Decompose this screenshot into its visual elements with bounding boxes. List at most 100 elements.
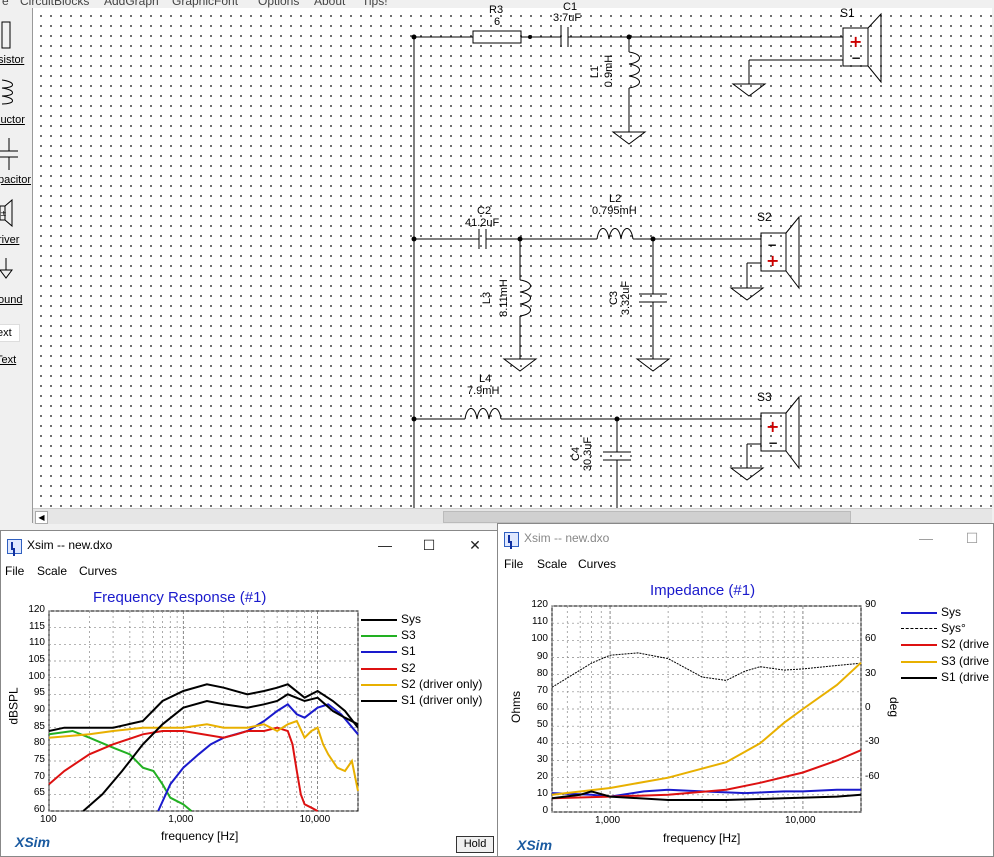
y-tick-label: 105 (28, 654, 45, 665)
scrollbar-thumb[interactable] (443, 511, 851, 523)
x-tick-label: 10,000 (299, 814, 331, 825)
freq-menu-file[interactable]: File (5, 564, 25, 578)
label-C2: C2 (477, 205, 492, 217)
imp-window-menu: File Scale Curves (498, 554, 993, 574)
imp-window-titlebar[interactable]: Xsim -- new.dxo — ☐ (498, 524, 993, 554)
value-L2: 0.795mH (592, 205, 637, 217)
svg-text:−: − (851, 51, 861, 65)
legend-label: S1 (driver only) (401, 693, 483, 707)
value-C3: 3.32uF (620, 280, 633, 316)
legend-label: S1 (drive (941, 669, 990, 684)
imp-xlabel: frequency [Hz] (663, 831, 741, 845)
tool-inductor-label: luctor (0, 114, 25, 126)
component-toolbox: sistor luctor pacitor ± river ound ext T… (0, 8, 33, 523)
frequency-response-window: Xsim -- new.dxo — ☐ ✕ File Scale Curves … (0, 530, 498, 857)
tool-resistor[interactable]: sistor (0, 16, 32, 74)
capacitor-icon (0, 138, 18, 170)
value-C2: 41.2uF (465, 217, 500, 229)
close-icon[interactable]: ✕ (469, 537, 481, 553)
menu-item-tips[interactable]: Tips! (362, 0, 388, 8)
y-tick-label: 40 (536, 736, 548, 748)
menu-item-file[interactable]: e (2, 0, 9, 8)
legend-label: Sys° (941, 621, 966, 636)
y-tick-label: 70 (33, 770, 45, 782)
label-R3: R3 (489, 4, 504, 16)
maximize-icon[interactable]: ☐ (422, 537, 436, 553)
imp-ylabel: Ohms (509, 690, 524, 724)
freq-window-titlebar[interactable]: Xsim -- new.dxo — ☐ ✕ (1, 531, 497, 561)
y-tick-label: 100 (531, 633, 548, 645)
scroll-left-arrow-icon[interactable]: ◀ (35, 511, 48, 524)
tool-inductor[interactable]: luctor (0, 74, 32, 132)
legend-swatch (901, 676, 937, 679)
xsim-app-icon (504, 532, 519, 547)
legend-label: Sys (401, 612, 422, 626)
freq-menu-curves[interactable]: Curves (79, 564, 118, 578)
series-line-5 (48, 719, 359, 792)
legend-label: S3 (401, 628, 416, 643)
legend-label: S2 (driver only) (401, 676, 483, 691)
tool-capacitor-label: pacitor (0, 174, 32, 186)
imp-plot-area[interactable] (498, 524, 993, 856)
legend-label: S3 (drive (941, 653, 990, 668)
y-tick-label: 100 (28, 670, 45, 682)
value-L1: 0.9mH (603, 54, 616, 88)
minimize-icon[interactable]: — (378, 537, 392, 553)
y2-tick-label: -60 (865, 770, 880, 782)
xsim-app-icon (7, 539, 22, 554)
tool-driver[interactable]: ± river (0, 194, 32, 252)
legend-swatch (901, 660, 937, 663)
canvas-horizontal-scrollbar[interactable]: ◀ (33, 508, 992, 524)
svg-text:±: ± (0, 209, 7, 218)
series-line-3 (157, 703, 359, 812)
y2-tick-label: 60 (865, 633, 877, 645)
value-C1: 3.7uF (553, 12, 582, 24)
legend-label: S2 (401, 660, 416, 675)
y-tick-label: 90 (536, 650, 548, 662)
legend-swatch (361, 683, 397, 686)
imp-menu-scale[interactable]: Scale (537, 557, 568, 571)
minimize-icon[interactable]: — (919, 530, 933, 546)
value-L4: 7.9mH (467, 385, 500, 397)
hold-button[interactable]: Hold (456, 836, 494, 853)
imp-menu-curves[interactable]: Curves (578, 557, 617, 571)
legend-swatch (901, 628, 937, 630)
freq-menu-scale[interactable]: Scale (37, 564, 68, 578)
series-line-4 (551, 661, 862, 796)
svg-text:+: + (849, 32, 862, 51)
freq-xlabel: frequency [Hz] (161, 829, 239, 843)
tool-resistor-label: sistor (0, 54, 25, 66)
label-L1: L1 (589, 65, 602, 79)
y-tick-label: 95 (33, 687, 45, 699)
menu-item-addgraph[interactable]: AddGraph (104, 0, 159, 8)
ground-icon (0, 258, 13, 279)
x-tick-label: 100 (40, 814, 57, 825)
menu-item-circuitblocks[interactable]: CircuitBlocks (20, 0, 90, 8)
x-tick-label: 10,000 (784, 815, 816, 826)
legend-swatch (361, 667, 397, 670)
schematic-canvas[interactable]: +− −+ +− R3 6 C1 3.7uF L1 0.9mH S1 C2 41… (33, 1, 992, 508)
freq-plot-area[interactable] (1, 531, 497, 856)
tool-driver-label: river (0, 234, 20, 246)
series-line-1 (48, 683, 359, 732)
series-line-6 (82, 693, 359, 812)
menu-item-options[interactable]: Options (258, 0, 300, 8)
y2-tick-label: 0 (865, 702, 871, 713)
maximize-icon[interactable]: ☐ (965, 530, 979, 546)
tool-ground[interactable]: ound (0, 254, 32, 312)
tool-text-label: Text (0, 354, 17, 366)
y-tick-label: 110 (29, 637, 45, 649)
tool-ground-label: ound (0, 294, 23, 306)
y-tick-label: 90 (33, 704, 45, 715)
svg-text:+: + (766, 251, 779, 270)
menu-item-about[interactable]: About (314, 0, 346, 8)
driver-icon: ± (0, 198, 13, 228)
y-tick-label: 110 (532, 616, 548, 628)
tool-capacitor[interactable]: pacitor (0, 134, 32, 192)
imp-menu-file[interactable]: File (504, 557, 524, 571)
menu-item-graphicfont[interactable]: GraphicFont (172, 0, 239, 8)
legend-swatch (361, 651, 397, 654)
x-tick-label: 1,000 (595, 815, 621, 826)
main-menubar: e CircuitBlocks AddGraph GraphicFont Opt… (0, 0, 992, 8)
tool-text[interactable]: ext Text (0, 314, 32, 372)
